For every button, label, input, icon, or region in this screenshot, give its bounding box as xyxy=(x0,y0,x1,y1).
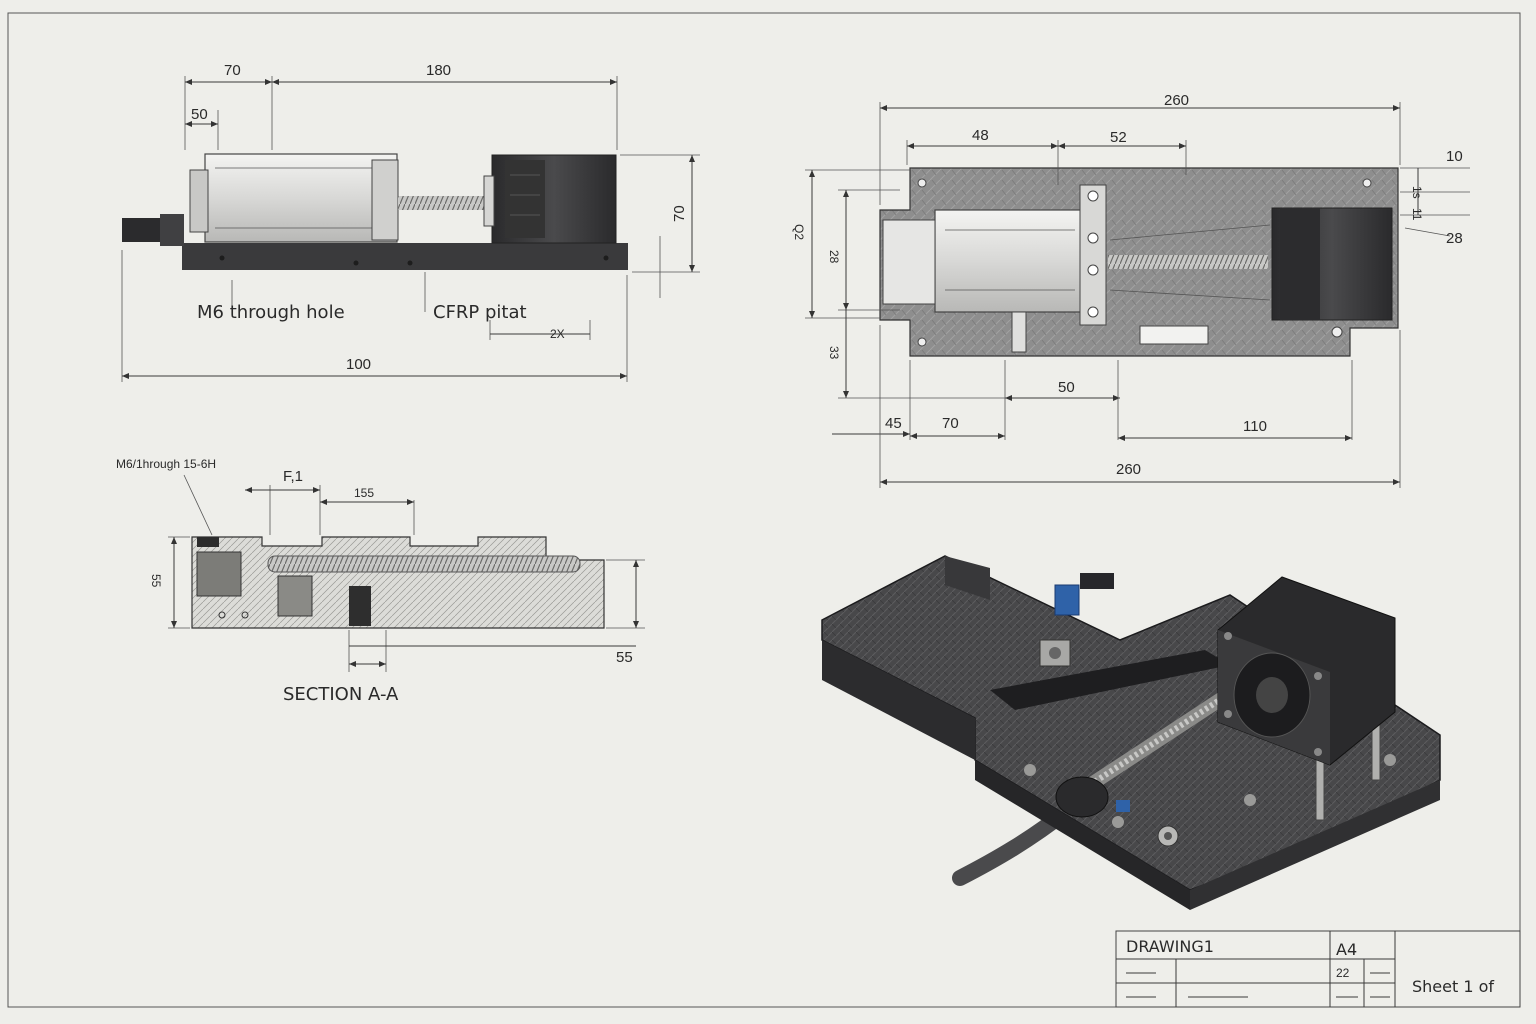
section-body xyxy=(191,536,605,629)
dim-10: 10 xyxy=(1446,148,1463,165)
title-drawing-name: DRAWING1 xyxy=(1126,937,1214,956)
dim-28-left: 28 xyxy=(827,250,841,264)
dim-180: 180 xyxy=(426,62,451,79)
dim-33: 33 xyxy=(827,346,841,360)
dim-70: 70 xyxy=(224,62,241,79)
front-actuator-body xyxy=(204,153,398,243)
title-revision: 22 xyxy=(1336,966,1350,980)
top-view: 260 48 52 10 1s 11 28 Q2 28 33 50 45 70 … xyxy=(792,92,1470,488)
dim-11: 11 xyxy=(1410,208,1424,221)
front-lead-screw xyxy=(398,196,488,210)
top-lead-screw xyxy=(1108,255,1268,269)
title-block: DRAWING1 A4 22 Sheet 1 of xyxy=(1115,930,1521,1008)
dim-1s: 1s xyxy=(1410,186,1424,199)
dim-q2: Q2 xyxy=(792,224,806,240)
dim-260-bottom: 260 xyxy=(1116,461,1141,478)
section-view: M6/1hrough 15-6H F,1 155 55 55 SECTION A… xyxy=(116,457,645,705)
dim-28-right: 28 xyxy=(1446,230,1463,247)
dim-2x: 2X xyxy=(550,327,565,341)
dim-110: 110 xyxy=(1243,418,1267,435)
dim-100: 100 xyxy=(346,356,371,373)
dim-260-top: 260 xyxy=(1164,92,1189,109)
section-callout: M6/1hrough 15-6H xyxy=(116,457,216,471)
dim-50-top: 50 xyxy=(1058,379,1075,396)
dim-55-vertical: 55 xyxy=(149,574,163,588)
note-material: CFRP pitat xyxy=(433,302,527,323)
note-through-hole: M6 through hole xyxy=(197,302,345,323)
dim-70-vertical: 70 xyxy=(671,205,688,222)
title-sheet-number: Sheet 1 of xyxy=(1412,977,1494,996)
dim-52: 52 xyxy=(1110,129,1127,146)
dim-55: 55 xyxy=(616,649,633,666)
dim-70-top: 70 xyxy=(942,415,959,432)
dim-155: 155 xyxy=(354,486,374,500)
section-title: SECTION A-A xyxy=(283,684,399,705)
sheet-border xyxy=(7,12,1521,1008)
dim-50: 50 xyxy=(191,106,208,123)
section-lead-screw xyxy=(267,555,581,573)
top-actuator-body xyxy=(934,209,1086,313)
iso-blue-clamp xyxy=(1054,584,1080,616)
front-base-plate xyxy=(182,243,628,270)
dim-f1: F,1 xyxy=(283,468,303,485)
isometric-view xyxy=(821,555,1441,910)
dim-48: 48 xyxy=(972,127,989,144)
title-sheet-size: A4 xyxy=(1336,940,1357,959)
front-view: 70 180 50 70 100 2X M6 through hole CFRP… xyxy=(121,62,700,382)
dim-45: 45 xyxy=(885,415,902,432)
